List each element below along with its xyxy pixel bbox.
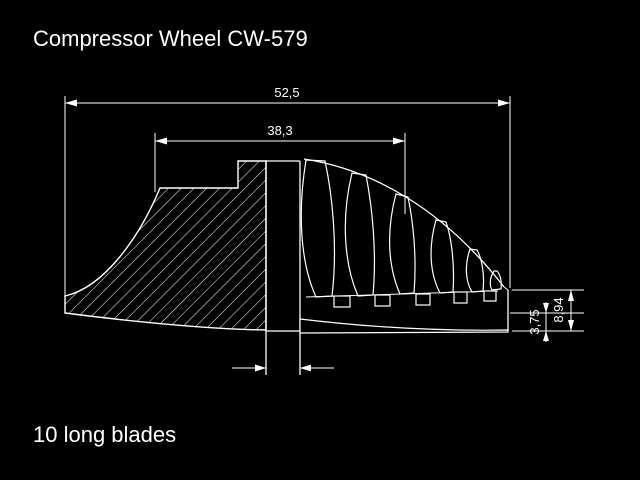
hub-hatched-section xyxy=(64,160,267,331)
arrowhead-right xyxy=(393,137,405,145)
dim-tip-height-large-label: 8,94 xyxy=(551,297,566,322)
blade-4 xyxy=(430,219,455,294)
dimension-inducer-width: 38,3 xyxy=(154,123,406,214)
dim-overall-width-label: 52,5 xyxy=(274,85,299,100)
arrowhead-left xyxy=(65,99,77,107)
exducer-foot xyxy=(333,295,351,308)
exducer-foot xyxy=(483,290,497,302)
exducer-foot xyxy=(374,294,391,307)
wheel-section xyxy=(64,158,509,375)
arrowhead-right xyxy=(300,364,311,372)
arrowhead-bottom xyxy=(568,320,574,331)
blade-count-note: 10 long blades xyxy=(33,422,177,447)
dim-inducer-width-label: 38,3 xyxy=(267,123,292,138)
backplate-wedge xyxy=(299,318,509,334)
exducer-foot xyxy=(415,293,431,306)
arrowhead-right xyxy=(498,99,510,107)
arrowhead-left xyxy=(155,137,167,145)
arrowhead-bottom xyxy=(543,331,549,341)
dim-tip-height-small-label: 3,75 xyxy=(527,309,542,334)
blade-3 xyxy=(389,193,416,295)
blade-5 xyxy=(465,248,485,293)
dimension-bore xyxy=(232,364,334,372)
arrowhead-left xyxy=(255,364,266,372)
arrowhead-top xyxy=(543,303,549,313)
blade-1 xyxy=(300,159,336,298)
drawing-title: Compressor Wheel CW-579 xyxy=(33,26,308,51)
dimension-tip-heights: 3,75 8,94 xyxy=(510,289,584,342)
exducer-foot xyxy=(453,291,468,304)
blade-2 xyxy=(344,172,376,297)
tip-corner-line xyxy=(503,286,509,291)
arrowhead-top xyxy=(568,290,574,301)
blade-6 xyxy=(489,270,502,291)
dimension-overall-width: 52,5 xyxy=(64,85,511,300)
